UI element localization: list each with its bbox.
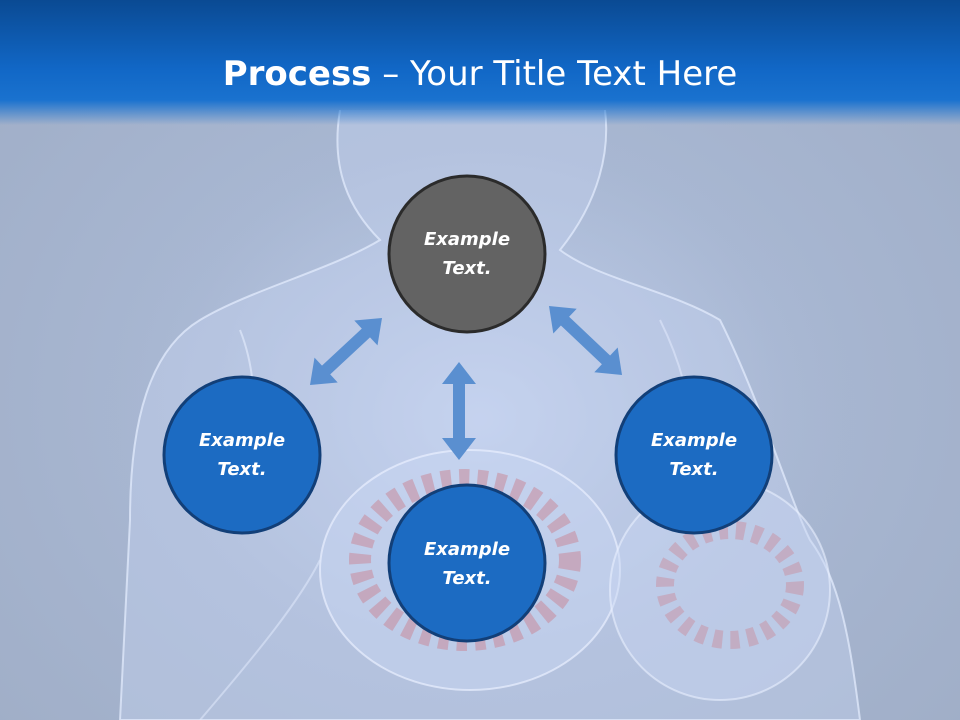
node-label-line1: Example xyxy=(198,430,286,451)
circles xyxy=(162,174,774,643)
node-bottom-circle xyxy=(387,483,547,643)
node-right-circle xyxy=(614,375,774,535)
node-label-left: Example Text. xyxy=(167,426,317,484)
arrow-vertical xyxy=(442,362,476,460)
arrows xyxy=(310,306,622,460)
node-label-line1: Example xyxy=(423,229,511,250)
node-label-line2: Text. xyxy=(217,459,267,480)
node-label-right: Example Text. xyxy=(619,426,769,484)
node-label-top: Example Text. xyxy=(392,225,542,283)
title-bar xyxy=(0,0,960,125)
node-left-circle xyxy=(162,375,322,535)
node-label-bottom: Example Text. xyxy=(392,535,542,593)
slide-title: Process – Your Title Text Here xyxy=(0,52,960,96)
node-label-line2: Text. xyxy=(442,568,492,589)
node-label-line2: Text. xyxy=(669,459,719,480)
title-bold: Process xyxy=(222,54,372,94)
arrow-top-left xyxy=(310,318,382,385)
node-label-line1: Example xyxy=(423,539,511,560)
node-top-circle xyxy=(387,174,547,334)
node-label-line1: Example xyxy=(650,430,738,451)
arrow-top-right xyxy=(549,306,622,375)
node-label-line2: Text. xyxy=(442,258,492,279)
title-rest: – Your Title Text Here xyxy=(371,54,738,94)
